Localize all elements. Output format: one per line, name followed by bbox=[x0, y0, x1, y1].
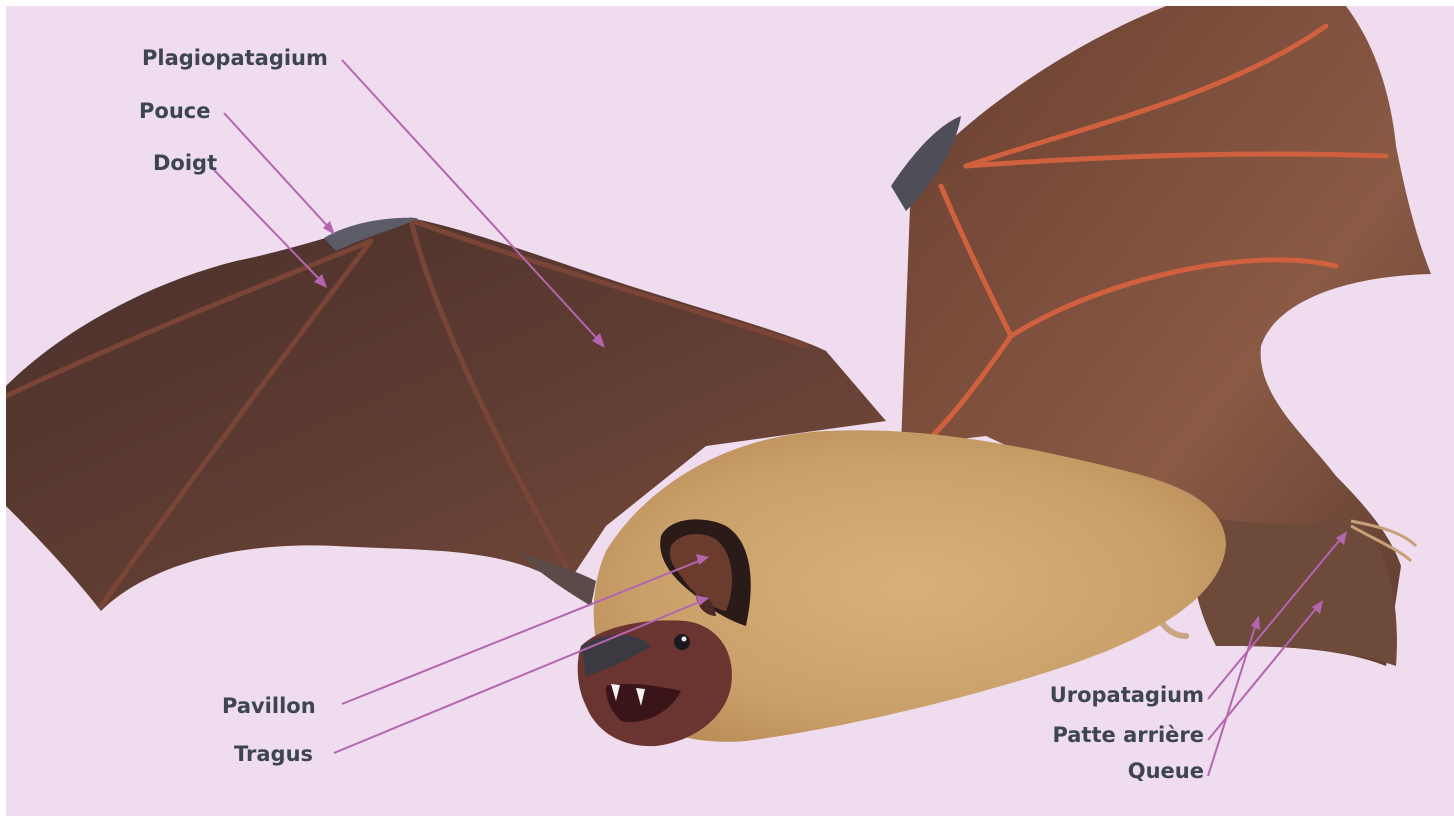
label-tragus: Tragus bbox=[234, 744, 313, 765]
label-pavillon: Pavillon bbox=[222, 696, 316, 717]
leader-queue bbox=[1208, 621, 1257, 776]
leader-patte-arriere bbox=[1208, 605, 1319, 740]
leader-tragus bbox=[334, 600, 704, 753]
leader-uropatagium bbox=[1208, 536, 1343, 699]
arrowhead-queue bbox=[1251, 615, 1260, 630]
leader-doigt bbox=[214, 170, 324, 284]
leader-plagiopatagium bbox=[342, 60, 602, 344]
label-pouce: Pouce bbox=[139, 101, 210, 122]
leader-pouce bbox=[224, 113, 332, 231]
label-queue: Queue bbox=[1128, 761, 1204, 782]
label-plagiopatagium: Plagiopatagium bbox=[142, 48, 328, 69]
label-patte-arriere: Patte arrière bbox=[1052, 725, 1204, 746]
arrowhead-tragus bbox=[696, 595, 709, 606]
label-doigt: Doigt bbox=[153, 153, 217, 174]
label-uropatagium: Uropatagium bbox=[1050, 685, 1204, 706]
diagram-canvas: Plagiopatagium Pouce Doigt Pavillon Trag… bbox=[6, 6, 1454, 816]
arrowhead-pavillon bbox=[696, 554, 709, 565]
leader-pavillon bbox=[342, 559, 704, 704]
